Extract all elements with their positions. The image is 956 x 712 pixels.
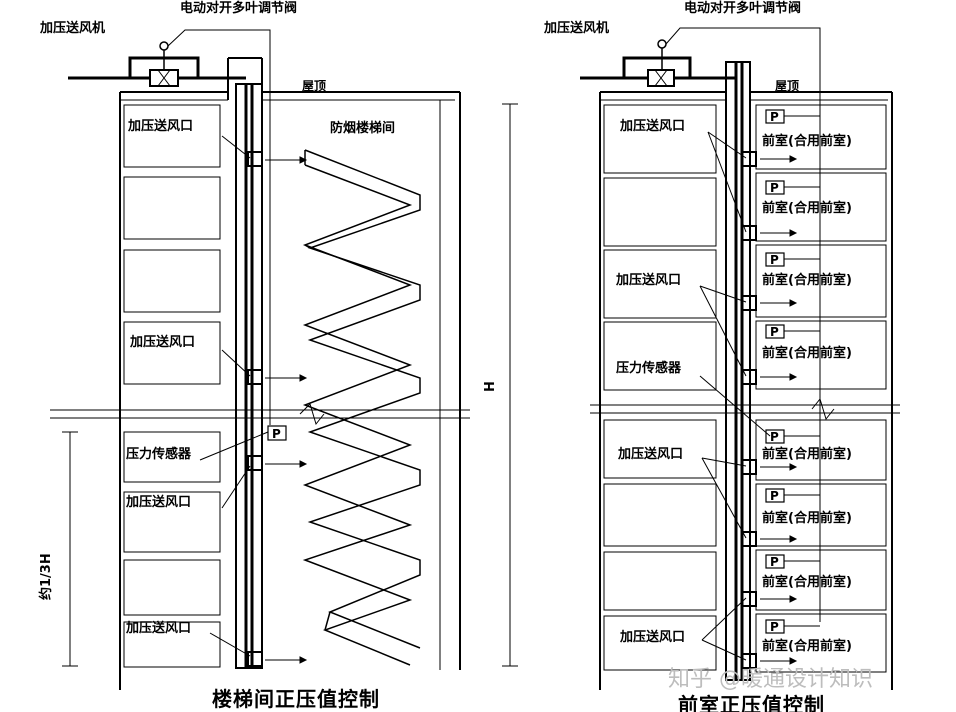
right-sensor-symbol-7: P	[770, 555, 779, 569]
right-fan-assembly	[580, 27, 821, 622]
left-height-label: H	[483, 381, 498, 392]
right-sensor-symbol-5: P	[770, 430, 779, 444]
left-dimensions	[62, 103, 518, 667]
left-building-outline	[119, 91, 461, 690]
right-room-label-1: 前室(合用前室)	[762, 133, 852, 149]
left-outlet-label-3: 加压送风口	[125, 494, 191, 510]
right-floor-boxes-left	[603, 104, 717, 671]
left-outlet-label-4: 加压送风口	[125, 620, 191, 636]
right-room-label-7: 前室(合用前室)	[762, 574, 852, 590]
right-fan-label: 加压送风机	[543, 20, 609, 36]
left-floor-boxes	[123, 104, 221, 668]
watermark: 知乎 @暖通设计知识	[668, 667, 873, 692]
left-sensor-label: 压力传感器	[126, 446, 192, 462]
right-room-label-6: 前室(合用前室)	[762, 510, 852, 526]
right-roof-label: 屋顶	[775, 79, 799, 93]
left-outlet-label-1: 加压送风口	[127, 118, 193, 134]
left-fan-label: 加压送风机	[39, 20, 105, 36]
right-sensor-feeds	[784, 115, 820, 627]
right-sensor-symbol-6: P	[770, 489, 779, 503]
left-stair-label: 防烟楼梯间	[330, 120, 395, 136]
right-outlet-label-4: 加压送风口	[619, 629, 685, 645]
right-room-label-5: 前室(合用前室)	[762, 446, 852, 462]
left-break-line	[50, 403, 470, 426]
right-leaders	[699, 131, 771, 661]
right-sensor-label: 压力传感器	[616, 360, 682, 376]
left-staircase	[302, 149, 421, 666]
left-leaders	[199, 135, 269, 657]
right-sensor-symbol-3: P	[770, 253, 779, 267]
right-diagram	[580, 27, 900, 690]
right-outlet-label-2: 加压送风口	[615, 272, 681, 288]
left-caption: 楼梯间正压值控制	[212, 687, 380, 711]
left-roof-label: 屋顶	[302, 79, 326, 93]
right-sensors	[765, 109, 785, 634]
right-sensor-symbol-1: P	[770, 110, 779, 124]
right-supply-outlets	[741, 151, 798, 669]
right-break-line	[590, 397, 900, 421]
left-outlet-label-2: 加压送风口	[129, 334, 195, 350]
right-building-outline	[599, 91, 893, 690]
right-sensor-symbol-8: P	[770, 620, 779, 634]
left-sensor-symbol: P	[272, 427, 281, 441]
left-supply-outlets	[247, 151, 308, 667]
left-duct-shaft	[227, 57, 263, 669]
right-room-label-3: 前室(合用前室)	[762, 272, 852, 288]
right-outlet-label-1: 加压送风口	[619, 118, 685, 134]
right-room-boxes	[755, 104, 887, 673]
right-room-label-4: 前室(合用前室)	[762, 345, 852, 361]
left-third-label: 约1/3H	[38, 553, 54, 600]
right-sensor-symbol-4: P	[770, 325, 779, 339]
right-damper-label: 电动对开多叶调节阀	[684, 0, 801, 16]
right-caption: 前室正压值控制	[678, 693, 825, 712]
left-diagram	[50, 29, 518, 690]
right-sensor-symbol-2: P	[770, 181, 779, 195]
left-pressure-sensor	[267, 425, 287, 441]
right-room-label-8: 前室(合用前室)	[762, 638, 852, 654]
right-room-label-2: 前室(合用前室)	[762, 200, 852, 216]
left-damper-label: 电动对开多叶调节阀	[180, 0, 297, 16]
right-outlet-label-3: 加压送风口	[617, 446, 683, 462]
left-fan-assembly	[68, 29, 271, 425]
